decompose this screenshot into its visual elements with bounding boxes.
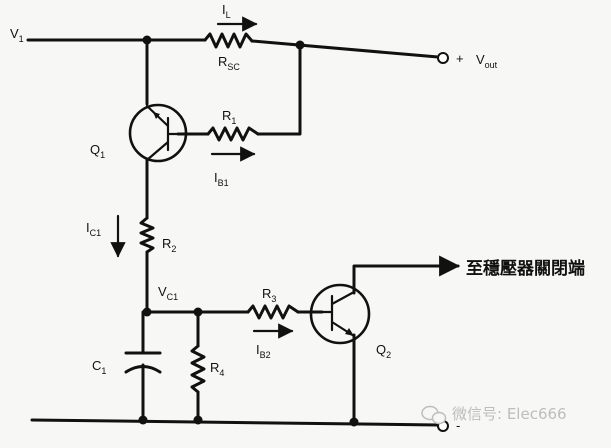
label-vc1: VC1 [158,284,178,302]
label-r3: R3 [262,286,276,304]
label-c1: C1 [92,358,106,376]
label-vout: Vout [476,52,498,70]
resistor-r1 [206,126,260,142]
label-ib1: IB1 [214,170,229,188]
labels: V1 IL RSC + Vout Q1 R1 IB1 IC1 R2 VC1 R3… [10,2,585,433]
wires [26,38,450,427]
label-r4: R4 [210,360,224,378]
resistor-rsc [203,32,254,49]
label-to-shutdown: 至穩壓器關閉端 [466,258,585,279]
label-rsc: RSC [218,54,240,72]
transistor-q1 [128,103,188,163]
watermark-text: 微信号: Elec666 [452,405,567,423]
transistor-q2 [309,283,371,345]
capacitor-c1 [124,351,162,386]
label-minus: - [456,418,460,433]
label-q1: Q1 [90,142,105,160]
resistor-r3 [246,304,300,320]
label-il: IL [222,2,231,20]
label-q2: Q2 [376,342,391,360]
label-v1: V1 [10,26,24,44]
watermark: 微信号: Elec666 [421,405,567,425]
wechat-icon [421,405,447,425]
label-r2: R2 [162,236,176,254]
label-ic1: IC1 [86,220,101,238]
resistor-r2 [139,216,155,254]
label-ib2: IB2 [256,342,271,360]
vout-terminal [437,52,449,64]
label-r1: R1 [222,108,236,126]
label-plus: + [456,51,464,66]
resistor-r4 [190,344,206,394]
junctions [138,35,359,427]
